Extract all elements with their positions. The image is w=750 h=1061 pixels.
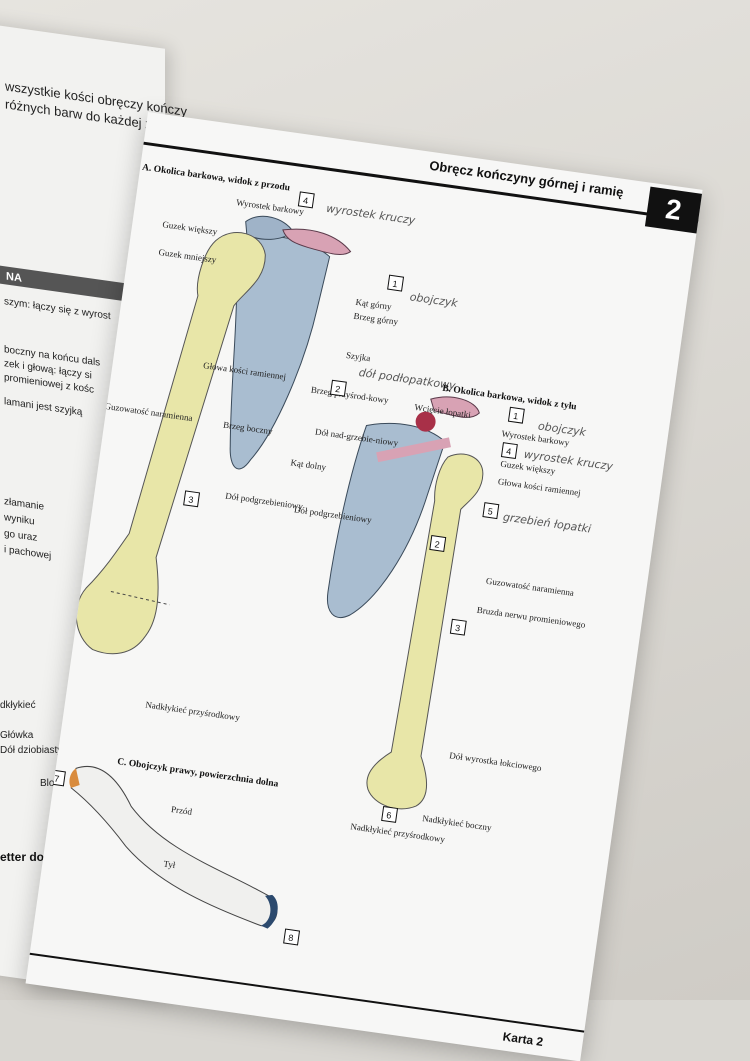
label-humerus-head-b: Głowa kości ramiennej (497, 476, 581, 498)
left-label-capitulum: Główka (0, 730, 34, 741)
callout-box: 3 (183, 490, 201, 508)
label-deltoid-b: Guzowatość naramienna (485, 576, 574, 598)
scapular-spine (376, 437, 451, 463)
clavicle-back (430, 396, 480, 418)
handwriting-clavicle-b: obojczyk (537, 419, 587, 439)
callout-box: 2 (429, 535, 447, 552)
callout-box: 8 (283, 928, 301, 946)
left-snippet: złamanie (4, 496, 45, 513)
label-lateral-epicondyle-b: Nadkłykieć boczny (422, 813, 493, 833)
clavicle-front (282, 228, 352, 255)
left-snippet: szym: łączy się z wyrost (4, 296, 111, 323)
svg-text:4: 4 (506, 446, 512, 457)
label-subscapular-fossa: Dół podgrzebieniowy (225, 491, 304, 512)
acromial-end-cartilage (260, 894, 278, 929)
svg-text:3: 3 (455, 623, 461, 634)
left-snippet: wyniku (4, 512, 35, 528)
card-number: Karta 2 (502, 1029, 545, 1049)
svg-text:7: 7 (54, 773, 60, 784)
label-medial-epicondyle-a: Nadkłykieć przyśrodkowy (145, 699, 241, 722)
svg-text:1: 1 (392, 279, 398, 290)
svg-text:4: 4 (303, 196, 309, 207)
label-back-c: Tył (163, 859, 177, 871)
label-greater-tubercle-a: Guzek większy (162, 219, 219, 237)
label-medial-border: Brzeg przyśrod-kowy (310, 384, 389, 405)
svg-text:2: 2 (335, 384, 341, 395)
callout-box: 3 (449, 618, 467, 636)
svg-text:3: 3 (188, 494, 194, 505)
callout-box: 6 (381, 805, 399, 823)
clavicle-inferior (70, 766, 278, 927)
callout-box: 4 (297, 191, 315, 209)
label-superior-border: Brzeg górny (353, 311, 399, 327)
left-section-label: NA (6, 270, 22, 285)
label-superior-angle: Kąt górny (355, 297, 393, 312)
sternal-end-cartilage (69, 768, 80, 788)
label-neck: Szyjka (345, 350, 371, 363)
left-snippet: go uraz (4, 528, 38, 544)
epiphyseal-line (110, 591, 170, 606)
left-snippet: lamani jest szyjką (4, 396, 83, 419)
callout-box: 2 (329, 379, 347, 397)
label-acromion-a: Wyrostek barkowy (236, 197, 305, 216)
label-front-c: Przód (171, 804, 194, 817)
coracoid-process (415, 411, 436, 432)
handwriting-clavicle-a: obojczyk (409, 290, 459, 310)
label-radial-groove-b: Bruzda nerwu promieniowego (476, 605, 586, 630)
footer-rule (29, 952, 585, 1033)
left-snippet: i pachowej (4, 544, 52, 562)
left-label-epicondyle: dkłykieć (0, 700, 36, 711)
left-label-fossa: Dół dziobiasty (0, 745, 63, 756)
svg-text:1: 1 (513, 411, 519, 422)
callout-box: 1 (387, 274, 405, 292)
section-a-title: A. Okolica barkowa, widok z przodu (141, 163, 291, 194)
callout-box: 4 (500, 442, 518, 460)
label-inferior-angle: Kąt dolny (290, 457, 327, 472)
svg-text:5: 5 (487, 506, 493, 517)
section-c-title: C. Obojczyk prawy, powierzchnia dolna (117, 757, 280, 790)
svg-text:6: 6 (386, 810, 392, 821)
scapula-back (326, 422, 446, 618)
svg-text:8: 8 (288, 933, 294, 944)
humerus-back (366, 453, 484, 810)
humerus-front (75, 232, 266, 655)
callout-box: 1 (507, 406, 525, 424)
label-olecranon-fossa-b: Dół wyrostka łokciowego (449, 750, 543, 773)
label-medial-epicondyle-b: Nadkłykieć przyśrodkowy (350, 821, 446, 844)
handwriting-coracoid-a: wyrostek kruczy (325, 202, 416, 227)
callout-box: 5 (482, 502, 500, 520)
handwriting-spine-b: grzebień łopatki (502, 510, 592, 535)
svg-text:2: 2 (434, 539, 440, 550)
